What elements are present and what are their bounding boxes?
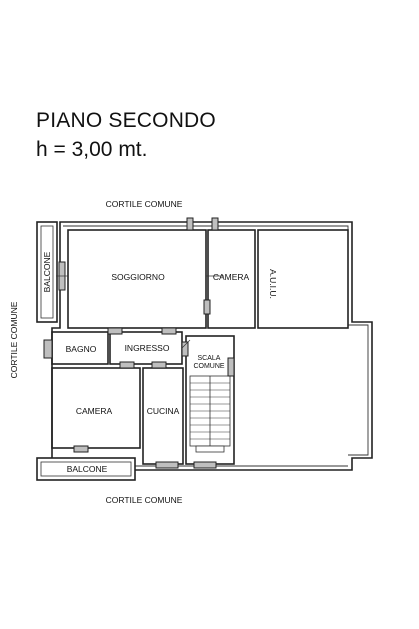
scala-label-line1: SCALA <box>198 355 221 362</box>
outer-walls <box>51 221 373 471</box>
room-camera-bottom <box>51 367 141 449</box>
ingresso-label: INGRESSO <box>125 343 170 353</box>
courtyard-left-label: CORTILE COMUNE <box>9 301 19 378</box>
room-camera-top <box>207 229 256 329</box>
balcony-left <box>36 221 58 323</box>
balcone-left-label: BALCONE <box>42 251 52 292</box>
camera-top-label: CAMERA <box>213 272 250 282</box>
door-swings <box>56 275 224 349</box>
courtyard-bottom-label: CORTILE COMUNE <box>106 495 183 505</box>
camera-bottom-label: CAMERA <box>76 406 113 416</box>
room-auiu <box>257 229 349 329</box>
balcony-bottom <box>36 457 136 481</box>
room-soggiorno <box>67 229 207 329</box>
cucina-label: CUCINA <box>147 406 180 416</box>
bagno-label: BAGNO <box>66 344 97 354</box>
wall-hatches <box>43 217 235 469</box>
page-title: PIANO SECONDO <box>36 109 216 132</box>
balcone-bottom-label: BALCONE <box>67 464 108 474</box>
room-cucina <box>142 367 184 465</box>
courtyard-top-label: CORTILE COMUNE <box>106 199 183 209</box>
soggiorno-label: SOGGIORNO <box>111 272 165 282</box>
auiu-label: A.U.I.U. <box>268 269 278 299</box>
ceiling-height-label: h = 3,00 mt. <box>36 138 148 161</box>
scala-label-line2: COMUNE <box>193 363 224 370</box>
